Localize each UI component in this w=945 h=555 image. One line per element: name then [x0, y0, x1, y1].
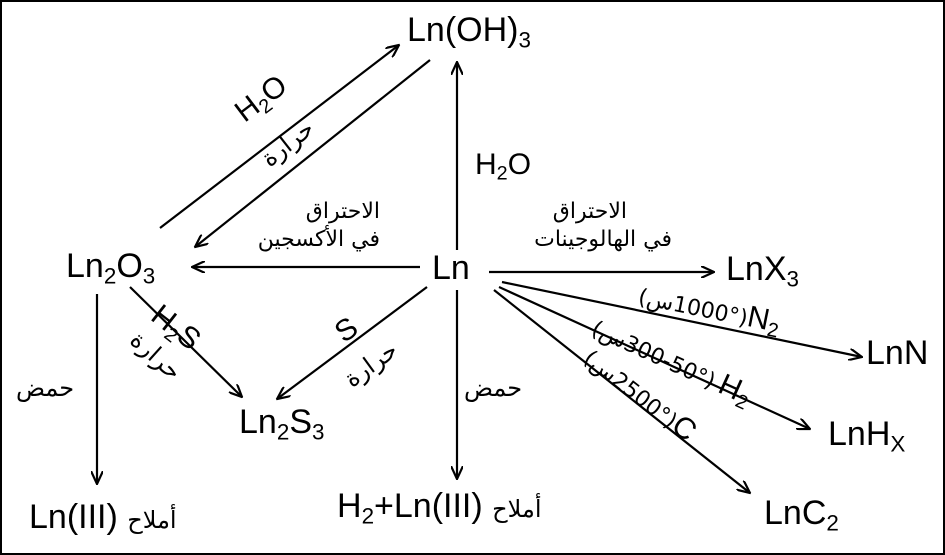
n2-formula: N2: [745, 300, 784, 342]
node-oxide: Ln2O3: [66, 249, 155, 288]
carbide-main: LnC: [764, 494, 827, 532]
node-salts-center: H2+Ln(III) أملاح: [337, 489, 542, 528]
h2o-center-sub: 2: [496, 162, 508, 185]
salts-left-formula: Ln(III): [29, 498, 118, 536]
sulfide-ln: Ln: [239, 403, 277, 441]
salts-center-word: أملاح: [492, 495, 542, 523]
node-salts-left: Ln(III) أملاح: [29, 500, 177, 534]
halide-main: LnX: [726, 250, 787, 288]
node-hydroxide: Ln(OH)3: [407, 13, 531, 52]
carbide-sub: 2: [826, 510, 839, 536]
oxide-ln: Ln: [66, 247, 104, 285]
combustion-halogen-line-1: الاحتراق: [552, 199, 627, 224]
label-acid-left: حمض: [16, 374, 75, 402]
hydride-sub: X: [890, 431, 906, 457]
oxide-sub-1: 2: [103, 263, 117, 289]
sulfide-s: S: [289, 403, 312, 441]
arrow-hydroxide-to-oxide: [195, 59, 431, 247]
label-acid-center: حمض: [464, 374, 523, 402]
salts-center-formula: +Ln(III): [374, 487, 483, 525]
arrow-ln-to-nitride: [501, 280, 862, 357]
oxide-o: O: [116, 247, 143, 285]
combustion-oxygen-line-1: الاحتراق: [305, 199, 380, 224]
hydride-main: LnH: [828, 415, 891, 453]
node-ln: Ln: [432, 249, 470, 287]
sulfide-sub-1: 2: [276, 419, 290, 445]
node-nitride: LnN: [866, 334, 929, 372]
node-sulfide: Ln2S3: [239, 405, 324, 444]
sulfide-sub-2: 3: [312, 419, 325, 445]
arrow-oxide-to-hydroxide: [159, 45, 399, 229]
salts-center-h-sub: 2: [361, 503, 375, 529]
combustion-oxygen-line-2: في الأكسجين: [257, 227, 380, 252]
label-combustion-halogen: الاحتراق في الهالوجينات: [492, 201, 672, 251]
arrow-ln-to-carbide: [493, 289, 750, 493]
arrow-ln-to-hydride: [498, 285, 810, 429]
combustion-halogen-line-2: في الهالوجينات: [534, 227, 672, 252]
arrow-oxide-to-sulfide: [129, 286, 242, 397]
node-hydride: LnHX: [828, 417, 905, 456]
hydroxide-sub: 3: [518, 27, 531, 53]
h2o-center-h: H: [475, 148, 497, 181]
halide-sub: 3: [786, 266, 799, 292]
node-halide: LnX3: [726, 252, 799, 291]
oxide-sub-2: 3: [142, 263, 156, 289]
label-h2o-center: H2O: [475, 150, 531, 184]
arrow-ln-to-sulfide: [277, 286, 428, 399]
salts-center-h: H: [337, 487, 362, 525]
h2o-center-o: O: [507, 148, 532, 181]
label-combustion-oxygen: الاحتراق في الأكسجين: [250, 201, 380, 251]
node-carbide: LnC2: [764, 496, 839, 535]
hydroxide-main: Ln(OH): [407, 11, 519, 49]
salts-left-word: أملاح: [127, 506, 177, 534]
